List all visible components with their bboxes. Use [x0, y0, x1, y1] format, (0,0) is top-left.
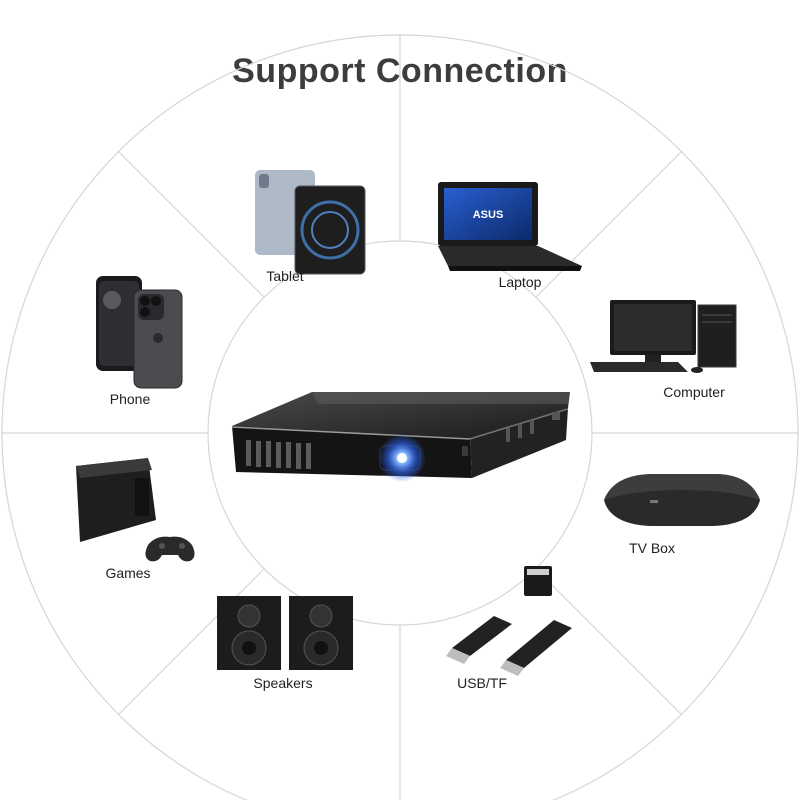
mini-projector [231, 392, 570, 482]
laptop-label: Laptop [499, 274, 542, 290]
phone-label: Phone [110, 391, 151, 407]
usb-tf-label: USB/TF [457, 675, 507, 691]
tablet-image [255, 170, 366, 275]
tablet-label: Tablet [266, 268, 303, 284]
phone-image [96, 276, 183, 389]
speakers-image [217, 596, 353, 670]
speakers-label: Speakers [253, 675, 312, 691]
laptop-image: ASUS [438, 182, 582, 271]
computer-image [590, 300, 737, 373]
laptop-brand: ASUS [473, 209, 504, 221]
computer-label: Computer [663, 384, 725, 400]
games-label: Games [105, 565, 150, 581]
tv-box-label: TV Box [629, 540, 675, 556]
usb-drive-image [446, 616, 572, 676]
games-console-image [76, 458, 156, 542]
game-controller-image [145, 536, 195, 562]
tf-card-image [524, 566, 552, 596]
tv-box-image [604, 474, 760, 526]
